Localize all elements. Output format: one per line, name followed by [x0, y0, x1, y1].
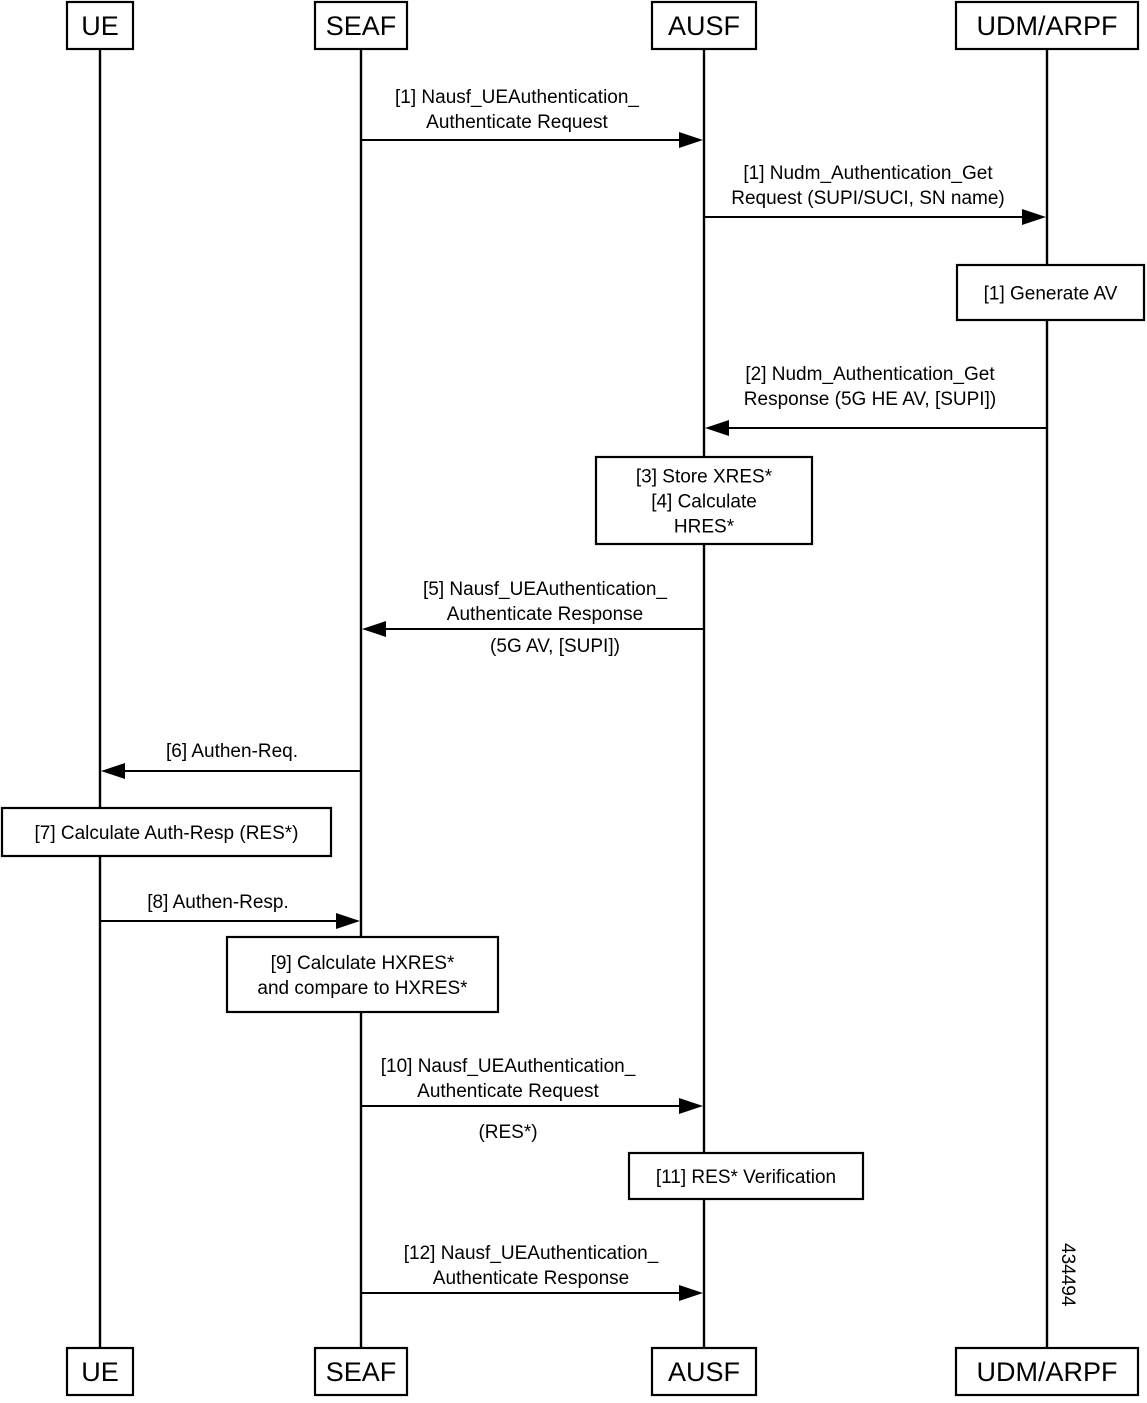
participant-ue-top: UE	[65, 0, 135, 51]
action-box-a1: [1] Generate AV	[955, 263, 1146, 322]
action-box-a11: [11] RES* Verification	[627, 1151, 865, 1201]
action-box-frame	[955, 263, 1146, 322]
message-label: Request (SUPI/SUCI, SN name)	[731, 188, 1004, 209]
action-text: [7] Calculate Auth-Resp (RES*)	[34, 823, 298, 844]
participant-udm-arpf-top: UDM/ARPF	[954, 0, 1140, 51]
message-label: [12] Nausf_UEAuthentication_	[404, 1243, 659, 1264]
action-box-a9: [9] Calculate HXRES* and compare to HXRES…	[225, 935, 500, 1014]
action-box-a7: [7] Calculate Auth-Resp (RES*)	[0, 806, 333, 858]
action-text: [11] RES* Verification	[656, 1167, 836, 1188]
message-m10: [10] Nausf_UEAuthentication_ Authenticate…	[361, 1056, 703, 1143]
participant-ausf-bottom: AUSF	[650, 1346, 758, 1397]
participant-ausf-top: AUSF	[650, 0, 758, 51]
action-box-frame	[627, 1151, 865, 1201]
arrowhead-icon	[362, 621, 386, 637]
message-note: (RES*)	[478, 1122, 537, 1143]
message-label: [2] Nudm_Authentication_Get	[745, 364, 995, 385]
figure-id: 434494	[1057, 1243, 1078, 1307]
message-label: Authenticate Response	[447, 604, 643, 625]
action-text: [3] Store XRES*	[636, 467, 773, 488]
participant-label: SEAF	[326, 1357, 397, 1387]
participant-box	[650, 1346, 758, 1397]
message-m5: [5] Nausf_UEAuthentication_ Authenticate …	[362, 579, 704, 657]
participant-label: UDM/ARPF	[977, 1357, 1118, 1387]
participant-box	[65, 0, 135, 51]
message-m6: [6] Authen-Req.	[101, 741, 361, 779]
message-m12: [12] Nausf_UEAuthentication_ Authenticate…	[361, 1243, 703, 1301]
participant-box	[954, 0, 1140, 51]
message-label: Authenticate Request	[417, 1081, 599, 1102]
participant-box	[954, 1346, 1140, 1397]
message-note: (5G AV, [SUPI])	[490, 636, 620, 657]
message-label: Response (5G HE AV, [SUPI])	[744, 389, 996, 410]
participant-ue-bottom: UE	[65, 1346, 135, 1397]
message-label: [6] Authen-Req.	[166, 741, 298, 762]
participant-label: AUSF	[668, 1357, 740, 1387]
participant-label: UDM/ARPF	[977, 11, 1118, 41]
message-label: [1] Nudm_Authentication_Get	[743, 163, 993, 184]
message-label: Authenticate Request	[426, 112, 608, 133]
participant-box	[313, 0, 409, 51]
action-text: and compare to HXRES*	[257, 978, 468, 999]
action-box-frame	[225, 935, 500, 1014]
message-label: Authenticate Response	[433, 1268, 629, 1289]
participant-label: SEAF	[326, 11, 397, 41]
message-m8: [8] Authen-Resp.	[100, 892, 360, 929]
message-label: [5] Nausf_UEAuthentication_	[423, 579, 667, 600]
action-text: [4] Calculate	[651, 492, 757, 513]
arrowhead-icon	[1022, 209, 1046, 225]
arrowhead-icon	[336, 913, 360, 929]
action-box-frame	[594, 455, 814, 546]
message-m1a: [1] Nausf_UEAuthentication_ Authenticate …	[361, 87, 703, 148]
action-text: [1] Generate AV	[984, 284, 1118, 305]
participant-box	[650, 0, 758, 51]
participant-label: UE	[81, 1357, 119, 1387]
arrowhead-icon	[705, 420, 729, 436]
action-text: [9] Calculate HXRES*	[271, 953, 455, 974]
arrowhead-icon	[101, 763, 125, 779]
arrowhead-icon	[679, 1285, 703, 1301]
action-text: HRES*	[674, 517, 735, 538]
participant-seaf-bottom: SEAF	[313, 1346, 409, 1397]
message-label: [10] Nausf_UEAuthentication_	[381, 1056, 636, 1077]
arrowhead-icon	[679, 1098, 703, 1114]
message-label: [1] Nausf_UEAuthentication_	[395, 87, 639, 108]
participant-label: UE	[81, 11, 119, 41]
participant-box	[313, 1346, 409, 1397]
arrowhead-icon	[679, 132, 703, 148]
action-box-frame	[0, 806, 333, 858]
participant-box	[65, 1346, 135, 1397]
participant-seaf-top: SEAF	[313, 0, 409, 51]
participant-udm-arpf-bottom: UDM/ARPF	[954, 1346, 1140, 1397]
participant-label: AUSF	[668, 11, 740, 41]
message-label: [8] Authen-Resp.	[147, 892, 289, 913]
